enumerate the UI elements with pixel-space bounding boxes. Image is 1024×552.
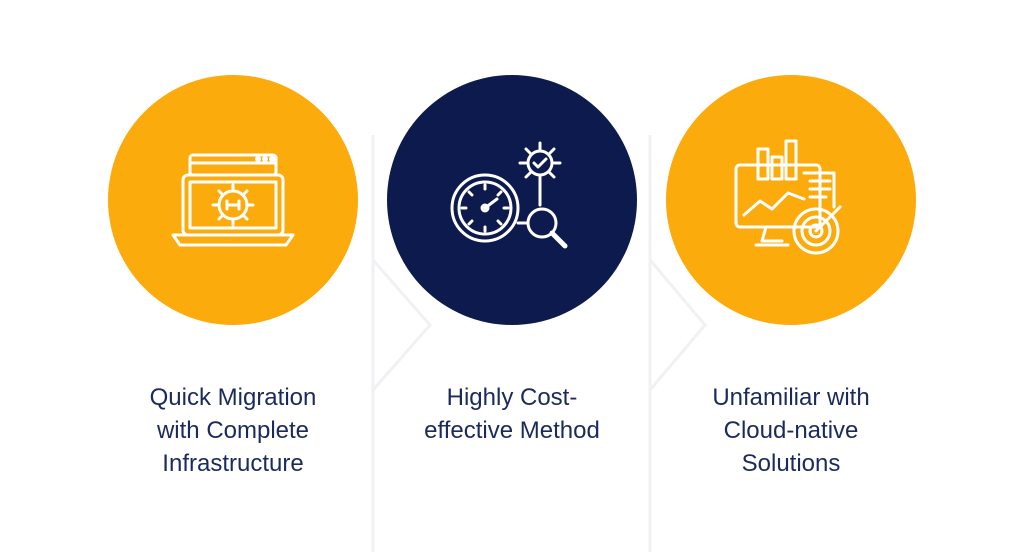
- card-unfamiliar-cloud: Unfamiliar with Cloud-native Solutions: [666, 75, 916, 480]
- icon-circle: [666, 75, 916, 325]
- dashboard-chart-target-icon: [726, 133, 856, 268]
- card-cost-effective: Highly Cost- effective Method: [387, 75, 637, 447]
- caption-line: Cloud-native: [723, 417, 859, 444]
- icon-circle: [387, 75, 637, 325]
- card-caption: Highly Cost- effective Method: [387, 381, 637, 447]
- caption-line: Infrastructure: [162, 450, 304, 477]
- laptop-gear-icon: [168, 133, 298, 268]
- gauge-gear-magnifier-icon: [447, 133, 577, 268]
- icon-circle: [108, 75, 358, 325]
- caption-line: Highly Cost-: [446, 384, 578, 411]
- caption-line: Quick Migration: [149, 384, 317, 411]
- caption-line: effective Method: [424, 417, 600, 444]
- card-caption: Quick Migration with Complete Infrastruc…: [108, 381, 358, 480]
- caption-line: Solutions: [741, 450, 841, 477]
- caption-line: with Complete: [156, 417, 310, 444]
- caption-line: Unfamiliar with: [712, 384, 870, 411]
- card-caption: Unfamiliar with Cloud-native Solutions: [666, 381, 916, 480]
- card-quick-migration: Quick Migration with Complete Infrastruc…: [108, 75, 358, 480]
